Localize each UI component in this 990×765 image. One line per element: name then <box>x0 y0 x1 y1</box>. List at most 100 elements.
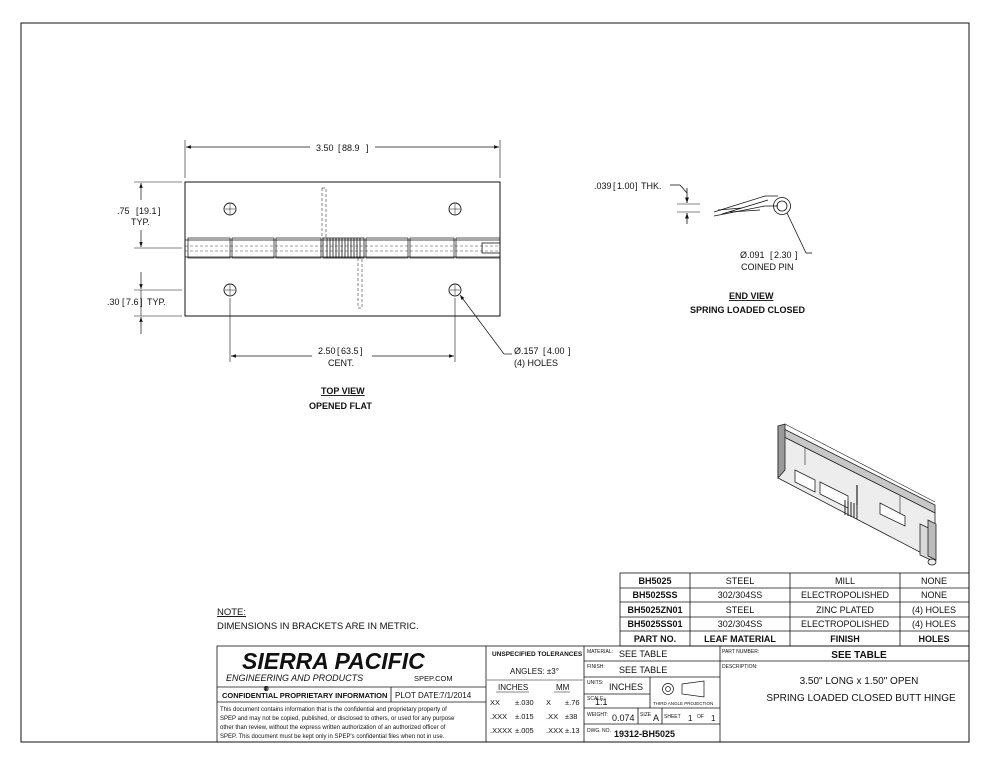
svg-text:]: ] <box>795 250 798 260</box>
tolerance-cell: .XXX <box>546 726 563 735</box>
part-number-value: SEE TABLE <box>831 650 887 661</box>
hole-dia: Ø.157 <box>514 346 539 356</box>
spring-coil <box>322 237 365 259</box>
dim-leaf-mm: 19.1 <box>139 206 157 216</box>
tolerance-cell: .XX <box>546 712 558 721</box>
svg-text:]: ] <box>635 181 638 191</box>
drawing-number: 19312-BH5025 <box>614 729 675 739</box>
title-block <box>216 645 970 743</box>
pin-dia-mm: 2.30 <box>774 250 792 260</box>
end-thickness: .039 <box>594 181 612 191</box>
finish-value: SEE TABLE <box>619 665 667 675</box>
pin <box>776 200 788 212</box>
tolerance-title: UNSPECIFIED TOLERANCES <box>492 651 583 658</box>
angles-tolerance: ANGLES: ±3° <box>510 667 559 676</box>
tolerance-cell: ±.005 <box>515 726 534 735</box>
company-web: SPEP.COM <box>414 674 453 683</box>
parts-table-cell: (4) HOLES <box>912 619 956 629</box>
weight-value: 0.074 <box>612 713 635 723</box>
dim-hole-edge-mm: 7.6 <box>126 297 139 307</box>
svg-text:[: [ <box>136 206 139 216</box>
size-label: SIZE <box>640 712 652 718</box>
svg-text:[: [ <box>770 250 773 260</box>
end-thickness-note: THK. <box>641 181 662 191</box>
parts-table-cell: NONE <box>921 590 947 600</box>
svg-text:]: ] <box>568 346 571 356</box>
knuckle <box>231 237 275 259</box>
hole-count: (4) HOLES <box>514 358 558 368</box>
sheet-label: SHEET <box>664 714 681 720</box>
end-view <box>670 184 812 254</box>
scale-value: 1:1 <box>595 697 608 707</box>
dim-length: 3.50 <box>316 143 334 153</box>
parts-table-cell: MILL <box>835 576 855 586</box>
tolerance-cell: ±.030 <box>515 698 534 707</box>
units-label: UNITS: <box>587 680 603 686</box>
end-thickness-mm: 1.00 <box>617 181 635 191</box>
plot-date-label: PLOT DATE: <box>395 691 441 700</box>
third-angle-projection-icon <box>662 680 705 698</box>
end-view-title: END VIEW <box>729 291 774 301</box>
note-text: DIMENSIONS IN BRACKETS ARE IN METRIC. <box>217 621 419 632</box>
size-value: A <box>653 713 659 723</box>
svg-text:]: ] <box>158 206 161 216</box>
registered-icon: ® <box>264 686 269 693</box>
tol-inches-header: INCHES <box>498 683 528 692</box>
pin-dia: Ø.091 <box>740 250 765 260</box>
description-line2: SPRING LOADED CLOSED BUTT HINGE <box>766 693 956 704</box>
end-view-subtitle: SPRING LOADED CLOSED <box>690 305 806 315</box>
parts-table-cell: NONE <box>921 576 947 586</box>
of-label: OF <box>697 714 704 720</box>
svg-text:[: [ <box>543 346 546 356</box>
description-line1: 3.50" LONG x 1.50" OPEN <box>800 676 919 687</box>
tolerance-cell: .XXXX <box>490 726 512 735</box>
knuckle <box>409 237 455 259</box>
svg-text:]: ] <box>360 346 363 356</box>
tolerance-cell: ±.13 <box>565 726 580 735</box>
parts-table-cell: BH5025SS01 <box>627 619 682 629</box>
part-number-label: PART NUMBER: <box>722 649 759 655</box>
legal-line: SPEP and may not be copied, published, o… <box>220 716 455 722</box>
description-label: DESCRIPTION: <box>722 664 758 670</box>
legal-line: SPEP. This document must be kept only in… <box>220 734 445 740</box>
dim-hole-spacing-note: CENT. <box>328 358 354 368</box>
weight-label: WEIGHT: <box>587 712 608 718</box>
knuckle <box>275 237 322 259</box>
company-sub: ENGINEERING AND PRODUCTS <box>226 673 363 683</box>
top-view-subtitle: OPENED FLAT <box>309 401 372 411</box>
projection-label: THIRD ANGLE PROJECTION <box>653 701 713 706</box>
spring-arm <box>357 257 363 309</box>
dim-length-mm: 88.9 <box>342 143 360 153</box>
parts-table-cell: ZINC PLATED <box>816 605 874 615</box>
svg-text:]: ] <box>140 297 143 307</box>
tol-mm-header: MM <box>556 683 570 692</box>
dim-hole-edge: .30 <box>107 297 120 307</box>
pin-note: COINED PIN <box>741 262 794 272</box>
top-view <box>134 140 512 362</box>
units-value: INCHES <box>609 682 643 692</box>
confidential-label: CONFIDENTIAL PROPRIETARY INFORMATION <box>222 691 387 700</box>
parts-table-cell: ELECTROPOLISHED <box>801 619 890 629</box>
company-name: SIERRA PACIFIC <box>242 648 425 674</box>
material-label: MATERIAL: <box>587 649 613 655</box>
tolerance-cell: .XXX <box>490 712 507 721</box>
scale-label: SCALE: <box>587 696 605 702</box>
isometric-view <box>777 423 937 566</box>
tolerance-cell: ±.015 <box>515 712 534 721</box>
sheet-value: 1 <box>688 714 693 723</box>
parts-table-header: HOLES <box>918 634 949 644</box>
pin-end <box>481 242 501 254</box>
svg-text:]: ] <box>366 143 369 153</box>
sheets-value: 1 <box>711 714 716 723</box>
svg-text:[: [ <box>338 143 341 153</box>
parts-table-cell: BH5025 <box>638 576 671 586</box>
tolerance-cell: ±38 <box>565 712 577 721</box>
dim-hole-edge-note: TYP. <box>147 297 166 307</box>
parts-table-cell: STEEL <box>726 605 755 615</box>
parts-table-cell: ELECTROPOLISHED <box>801 590 890 600</box>
knuckle <box>365 237 409 259</box>
tolerance-cell: ±.76 <box>565 698 580 707</box>
pin-knuckle <box>773 197 791 215</box>
material-value: SEE TABLE <box>619 649 667 659</box>
